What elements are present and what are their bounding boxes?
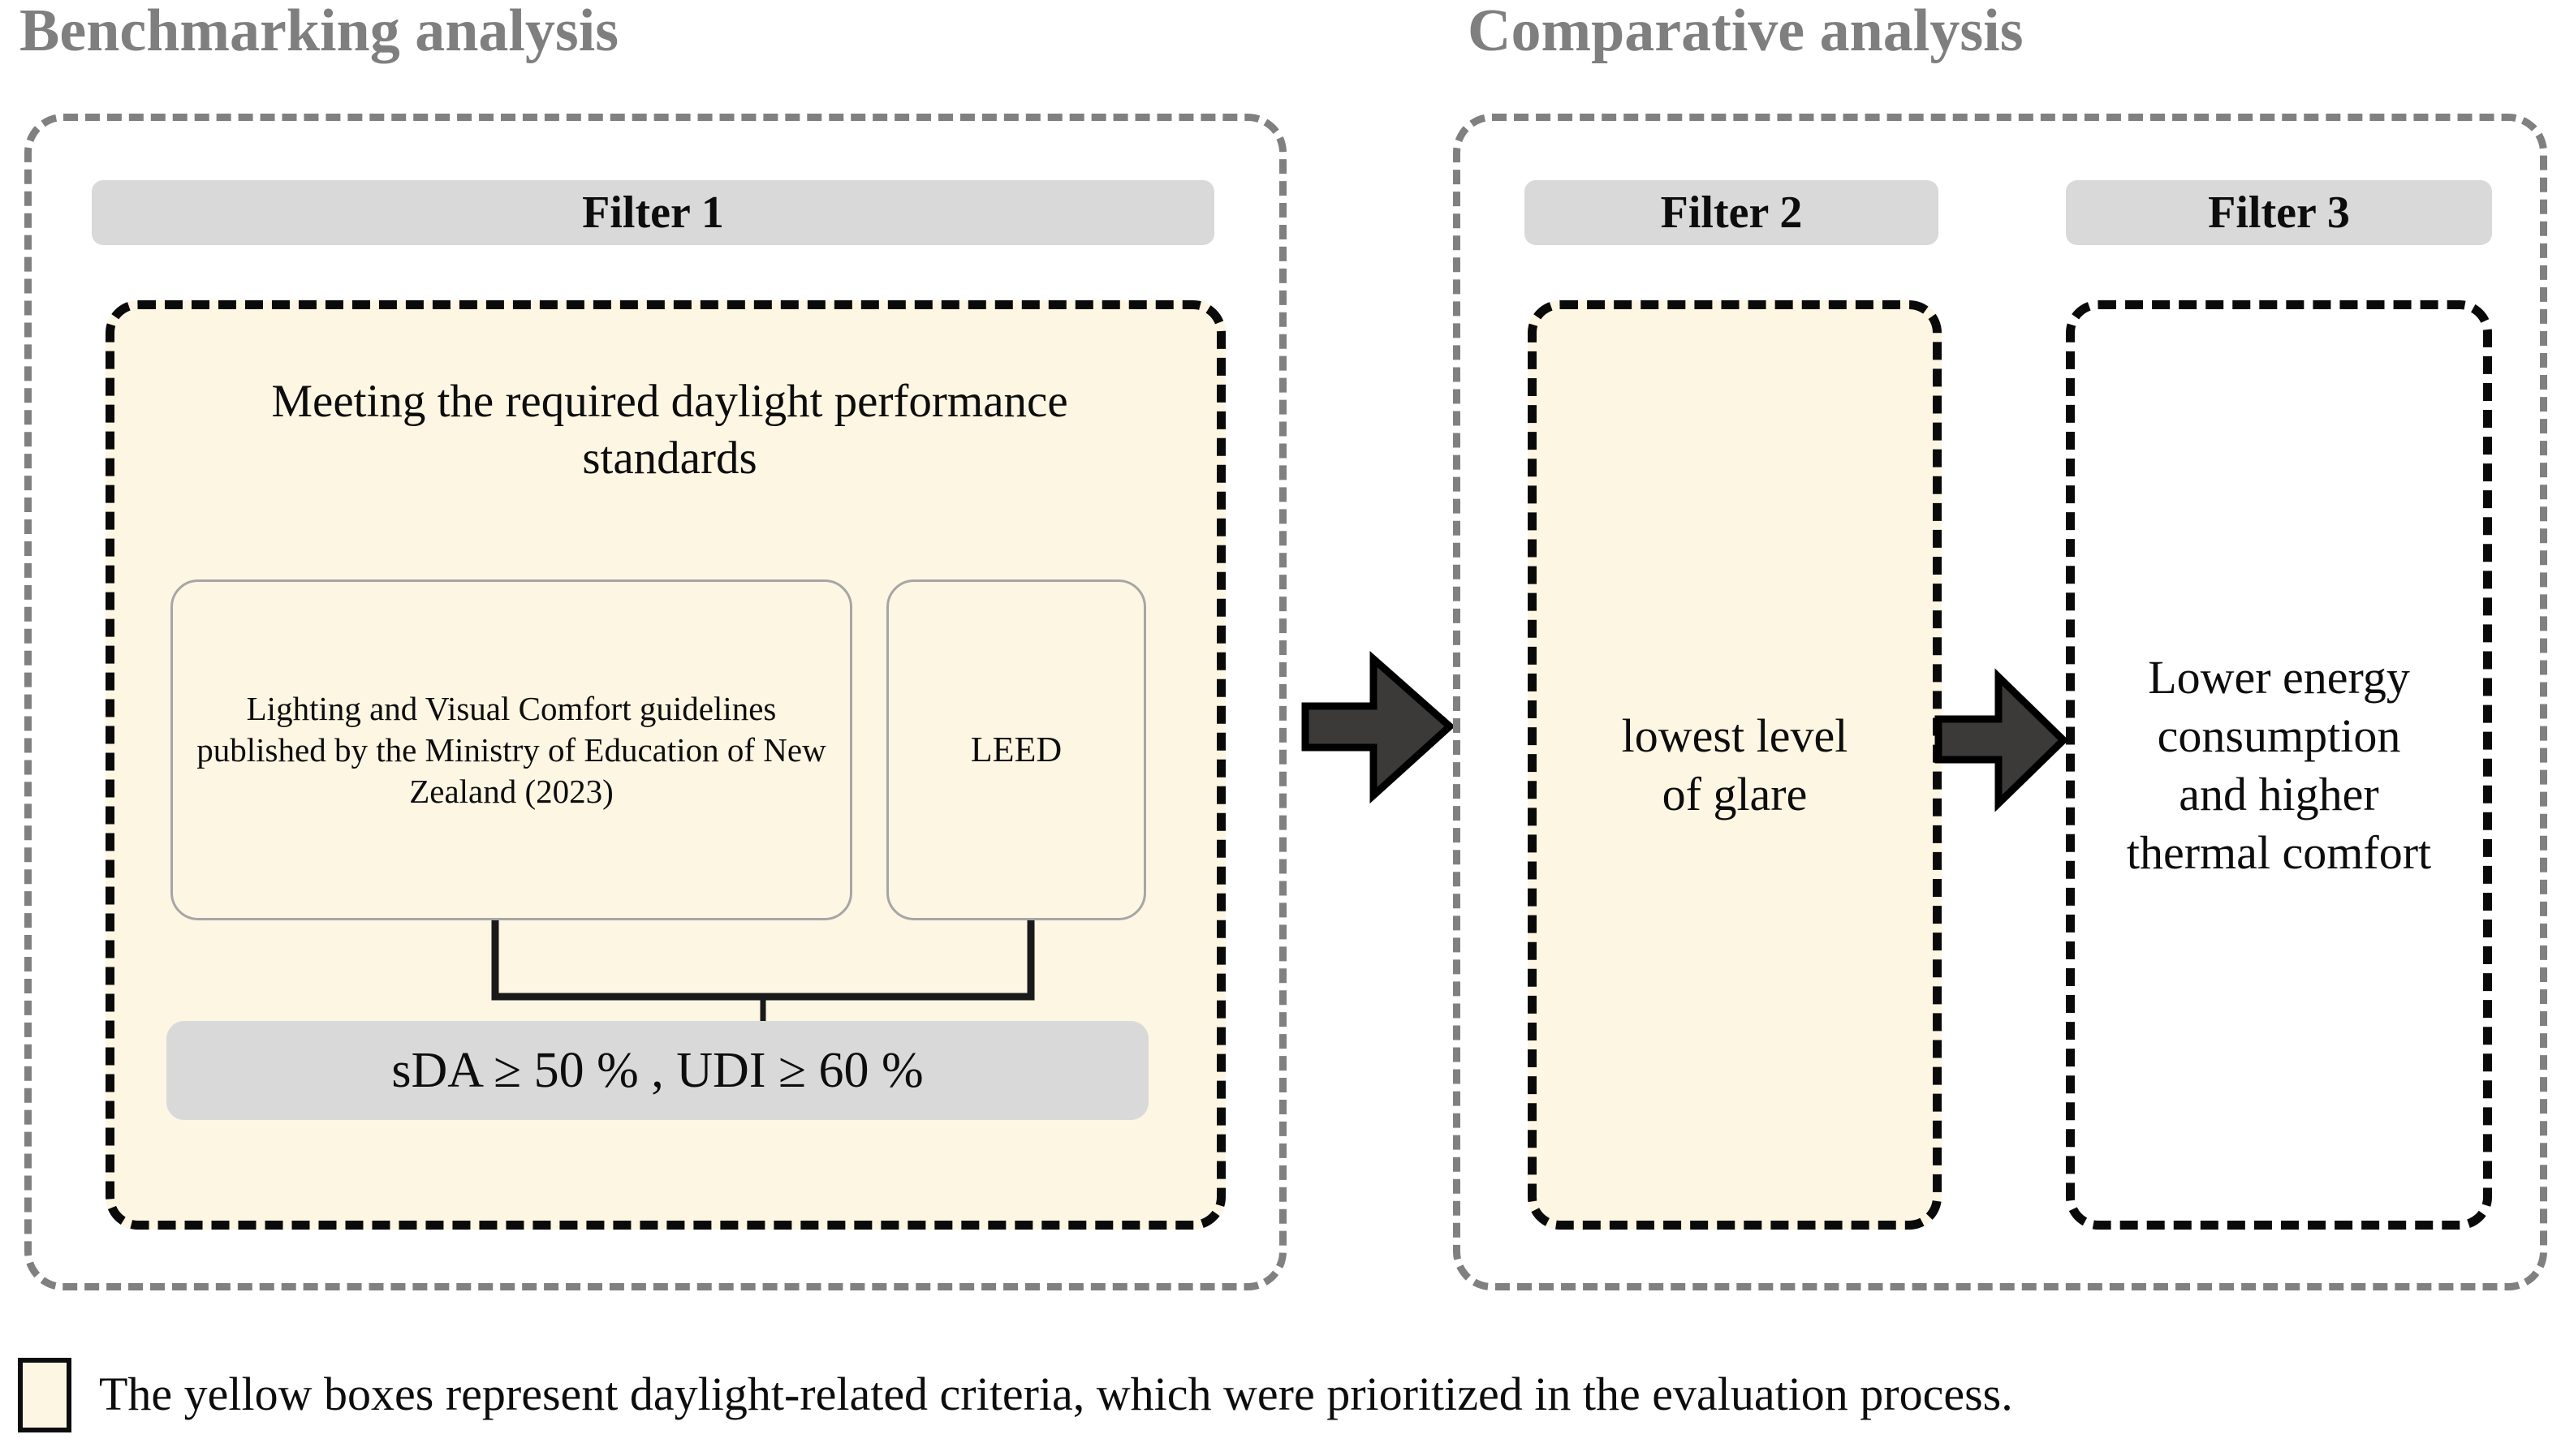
source-card-leed-text: LEED (970, 730, 1063, 769)
filter-2-content-box: lowest level of glare (1528, 300, 1942, 1230)
filter-2-label: Filter 2 (1660, 187, 1803, 238)
arrow-filter1-to-filter2 (1301, 651, 1455, 804)
legend-swatch-yellow (18, 1358, 71, 1432)
legend-caption: The yellow boxes represent daylight-rela… (99, 1368, 2013, 1420)
filter-2-header[interactable]: Filter 2 (1524, 180, 1938, 245)
filter-1-metric-text: sDA ≥ 50 % , UDI ≥ 60 % (391, 1043, 924, 1098)
filter-3-label: Filter 3 (2208, 187, 2350, 238)
arrow-filter2-to-filter3 (1934, 668, 2069, 812)
source-card-nz-guidelines[interactable]: Lighting and Visual Comfort guidelines p… (170, 579, 852, 920)
filter-3-body-text: Lower energy consumption and higher ther… (2126, 650, 2432, 879)
source-card-leed[interactable]: LEED (886, 579, 1146, 920)
benchmarking-panel (24, 114, 1287, 1290)
filter-3-header[interactable]: Filter 3 (2066, 180, 2492, 245)
page-title-comparative: Comparative analysis (1468, 0, 2024, 64)
filter-1-header[interactable]: Filter 1 (92, 180, 1214, 245)
filter-1-label: Filter 1 (582, 187, 724, 238)
filter-3-content-box: Lower energy consumption and higher ther… (2066, 300, 2492, 1230)
filter-1-headline: Meeting the required daylight performanc… (271, 376, 1068, 484)
filter-1-metric-pill: sDA ≥ 50 % , UDI ≥ 60 % (166, 1021, 1149, 1120)
filter-2-body-text: lowest level of glare (1621, 709, 1848, 821)
page-title-benchmarking: Benchmarking analysis (19, 0, 619, 64)
comparative-panel (1453, 114, 2547, 1290)
source-card-nz-guidelines-text: Lighting and Visual Comfort guidelines p… (196, 689, 826, 810)
